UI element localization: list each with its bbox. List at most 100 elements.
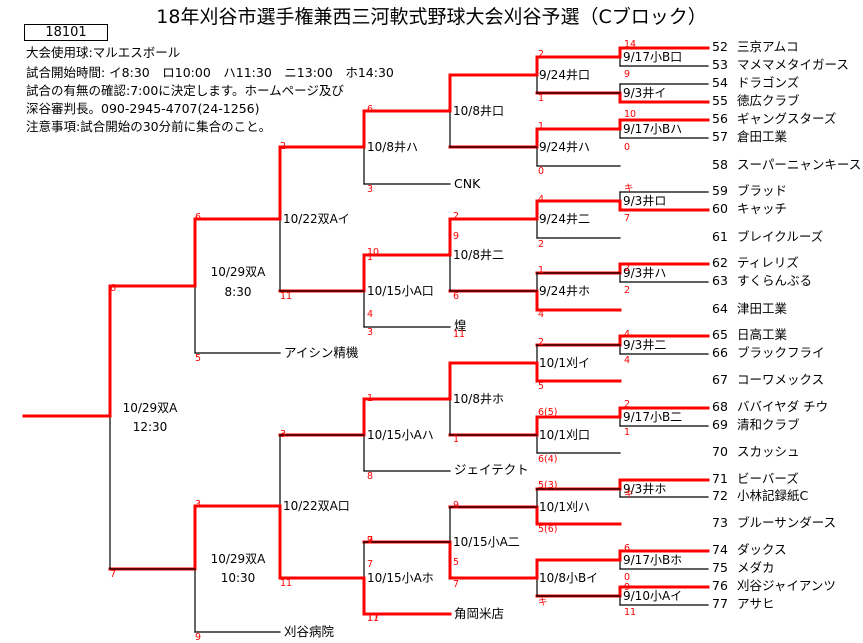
score-label: 11 xyxy=(453,329,466,340)
team-name: ブレイクルーズ xyxy=(737,229,824,244)
match-label-r2: 10/8小Bイ xyxy=(539,571,599,585)
match-label-r5-date: 10/29双A xyxy=(210,552,266,566)
team-name: アサヒ xyxy=(737,596,775,611)
final-match-time: 12:30 xyxy=(132,420,168,434)
team-name: すくらんぶる xyxy=(737,273,813,288)
team-name: ダックス xyxy=(737,542,787,557)
info-line: 大会使用球:マルエスボール xyxy=(26,45,181,60)
score-label: 10 xyxy=(624,109,637,120)
match-label-r4: 10/22双Aイ xyxy=(283,212,350,226)
score-label: キ xyxy=(538,597,548,608)
match-label-r1: 9/17小Bハ xyxy=(623,122,683,136)
match-label-r4: 10/22双A口 xyxy=(283,499,350,513)
match-label-r3: 10/8井口 xyxy=(453,104,504,118)
info-line: 注意事項:試合開始の30分前に集合のこと。 xyxy=(26,119,272,134)
score-label: 11 xyxy=(367,613,380,624)
team-name: スカッシュ xyxy=(737,444,800,459)
score-label: 7 xyxy=(367,535,374,546)
match-label-r1: 9/17小Bホ xyxy=(623,553,683,567)
team-number: 72 xyxy=(712,488,728,503)
score-label: 6(5) xyxy=(538,407,558,418)
team-name: ドラゴンズ xyxy=(737,75,800,90)
score-label: 3 xyxy=(280,429,287,440)
seeded-team-name: 角岡米店 xyxy=(454,606,505,621)
score-label: 2 xyxy=(538,49,545,60)
score-label: 3 xyxy=(367,184,374,195)
team-number: 77 xyxy=(712,596,728,611)
match-label-r2: 10/1刈ハ xyxy=(539,500,590,514)
final-match-date: 10/29双A xyxy=(122,401,178,415)
team-number: 59 xyxy=(712,183,728,198)
match-label-r1: 9/3井ロ xyxy=(623,194,667,208)
seeded-team-name: ジェイテクト xyxy=(454,462,529,477)
score-label: 8 xyxy=(367,471,374,482)
team-number: 63 xyxy=(712,273,728,288)
team-name: 三京アムコ xyxy=(737,39,799,54)
team-name: 小林記録紙C xyxy=(737,488,809,503)
score-label: 4 xyxy=(624,329,631,340)
score-label: 4 xyxy=(538,194,545,205)
team-number: 69 xyxy=(712,417,728,432)
team-number: 73 xyxy=(712,515,728,530)
team-number: 52 xyxy=(712,39,728,54)
score-label: 5 xyxy=(453,557,460,568)
score-label: キ xyxy=(624,489,634,500)
score-label: 6(4) xyxy=(538,454,558,465)
team-number: 57 xyxy=(712,129,728,144)
score-label: 1 xyxy=(538,93,545,104)
score-label: 5(3) xyxy=(538,480,558,491)
score-label: 1 xyxy=(453,434,460,445)
team-name: 津田工業 xyxy=(737,301,788,316)
score-label: 11 xyxy=(624,607,637,618)
score-label: 3 xyxy=(195,499,202,510)
score-label: 2 xyxy=(538,337,545,348)
score-label: 3 xyxy=(367,327,374,338)
match-label-r2: 9/24井口 xyxy=(539,68,590,82)
score-label: 2 xyxy=(624,285,631,296)
score-label: 9 xyxy=(624,582,631,593)
team-name: 日高工業 xyxy=(737,327,788,342)
match-label-r3: 10/15小Aホ xyxy=(367,571,434,585)
score-label: 0 xyxy=(624,142,631,153)
score-label: 14 xyxy=(624,39,637,50)
team-number: 64 xyxy=(712,301,728,316)
score-label: 0 xyxy=(538,166,545,177)
team-number: 74 xyxy=(712,542,728,557)
team-number: 67 xyxy=(712,372,728,387)
team-name: ブラックフライ xyxy=(737,345,825,360)
team-name: ブルーサンダース xyxy=(737,515,837,530)
score-label: 1 xyxy=(367,252,374,263)
team-name: 清和クラブ xyxy=(737,417,800,432)
score-label: 5(6) xyxy=(538,524,558,535)
score-label: 6 xyxy=(367,104,374,115)
score-label: 11 xyxy=(280,291,293,302)
score-label: 7 xyxy=(110,569,117,580)
team-name: スーパーニャンキース xyxy=(737,157,862,172)
team-name: マメマメタイガース xyxy=(737,57,849,72)
info-line: 深谷審判長。090-2945-4707(24-1256) xyxy=(26,101,260,116)
team-name: ティレリズ xyxy=(737,255,799,270)
match-label-r2: 9/24井二 xyxy=(539,212,590,226)
team-number: 75 xyxy=(712,560,728,575)
score-label: 1 xyxy=(624,427,631,438)
team-number: 53 xyxy=(712,57,728,72)
team-name: 徳広クラブ xyxy=(737,93,800,108)
info-line: 試合の有無の確認:7:00に決定します。ホームページ及び xyxy=(26,83,344,98)
match-label-r3: 10/15小Aハ xyxy=(367,428,434,442)
score-label: 10 xyxy=(367,247,380,258)
match-label-r5-time: 10:30 xyxy=(220,571,256,585)
seeded-team-name: アイシン精機 xyxy=(284,345,359,360)
seeded-team-name: CNK xyxy=(454,176,481,191)
match-label-r2: 10/1刈イ xyxy=(539,356,590,370)
match-label-r2: 9/24井ハ xyxy=(539,140,590,154)
match-label-r1: 9/17小B二 xyxy=(623,410,683,424)
match-label-r1: 9/3井ハ xyxy=(623,266,667,280)
score-label: 11 xyxy=(280,578,293,589)
team-name: 刈谷ジャイアンツ xyxy=(737,578,836,593)
score-label: 6 xyxy=(453,291,460,302)
score-label: 5 xyxy=(195,353,202,364)
match-label-r1: 9/10小Aイ xyxy=(623,589,683,603)
team-number: 71 xyxy=(712,471,728,486)
match-label-r3: 10/15小A二 xyxy=(453,535,520,549)
